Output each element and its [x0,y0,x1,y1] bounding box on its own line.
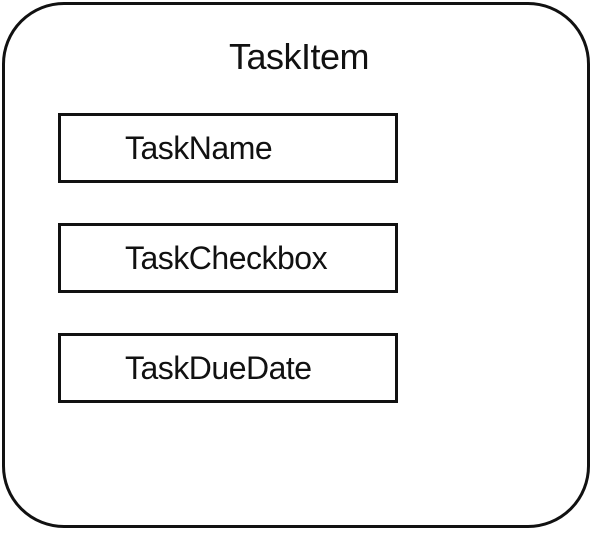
component-container: TaskItem TaskName TaskCheckbox TaskDueDa… [2,2,590,528]
component-title: TaskItem [5,35,593,79]
child-component-label: TaskCheckbox [125,240,328,276]
child-component-task-due-date: TaskDueDate [58,333,398,403]
component-title-text: TaskItem [228,36,370,77]
child-component-label: TaskName [125,130,273,166]
child-component-task-checkbox: TaskCheckbox [58,223,398,293]
child-component-label: TaskDueDate [125,350,312,386]
child-component-task-name: TaskName [58,113,398,183]
